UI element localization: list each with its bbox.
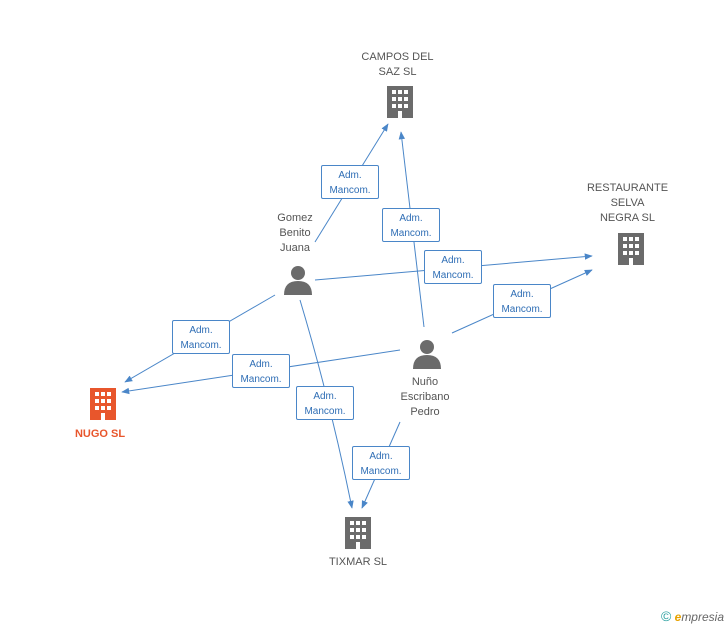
edge-label-gomez-tixmar: Adm. Mancom.: [296, 386, 354, 420]
edge-label-line1: Adm.: [249, 359, 273, 370]
edge-label-line2: Mancom.: [240, 374, 282, 385]
node-label-nugo[interactable]: NUGO SL: [74, 428, 126, 440]
building-icon[interactable]: [345, 517, 371, 549]
edge-label-line2: Mancom.: [360, 466, 402, 477]
edge-label-nuno-restaurante: Adm. Mancom.: [493, 284, 551, 318]
edge-label-line1: Adm.: [189, 325, 213, 336]
copyright-icon: ©: [660, 608, 672, 624]
edge-label-line2: Mancom.: [304, 406, 346, 417]
brand-name: mpresia: [681, 610, 724, 624]
edge-label-line2: Mancom.: [390, 228, 432, 239]
edge-label-line2: Mancom.: [501, 304, 543, 315]
edge-label-line1: Adm.: [313, 391, 337, 402]
node-label-gomez[interactable]: Gomez Benito Juana: [277, 212, 313, 254]
edge-label-line1: Adm.: [369, 451, 393, 462]
person-icon[interactable]: [413, 340, 441, 369]
edge-label-gomez-nugo: Adm. Mancom.: [172, 320, 230, 354]
node-label-campos[interactable]: CAMPOS DEL SAZ SL: [361, 51, 434, 78]
node-label-restaurante[interactable]: RESTAURANTE SELVA NEGRA SL: [586, 182, 669, 224]
edge-label-line2: Mancom.: [180, 340, 222, 351]
edge-label-nuno-campos: Adm. Mancom.: [382, 208, 440, 242]
person-icon[interactable]: [284, 266, 312, 295]
edge-label-line1: Adm.: [338, 170, 362, 181]
edge-label-line1: Adm.: [399, 213, 423, 224]
brand-logo: © empresia: [661, 608, 724, 624]
edge-label-gomez-restaurante: Adm. Mancom.: [424, 250, 482, 284]
brand-initial: e: [674, 610, 682, 624]
building-icon[interactable]: [618, 233, 644, 265]
edge-label-line1: Adm.: [510, 289, 534, 300]
edge-label-line1: Adm.: [441, 255, 465, 266]
node-label-nuno[interactable]: Nuño Escribano Pedro: [400, 376, 450, 418]
building-icon[interactable]: [387, 86, 413, 118]
edge-label-line2: Mancom.: [329, 185, 371, 196]
edge-label-gomez-campos: Adm. Mancom.: [321, 165, 379, 199]
edge-label-nuno-tixmar: Adm. Mancom.: [352, 446, 410, 480]
edge-label-line2: Mancom.: [432, 270, 474, 281]
building-icon[interactable]: [90, 388, 116, 420]
edge-label-nuno-nugo: Adm. Mancom.: [232, 354, 290, 388]
node-label-tixmar[interactable]: TIXMAR SL: [328, 556, 388, 568]
